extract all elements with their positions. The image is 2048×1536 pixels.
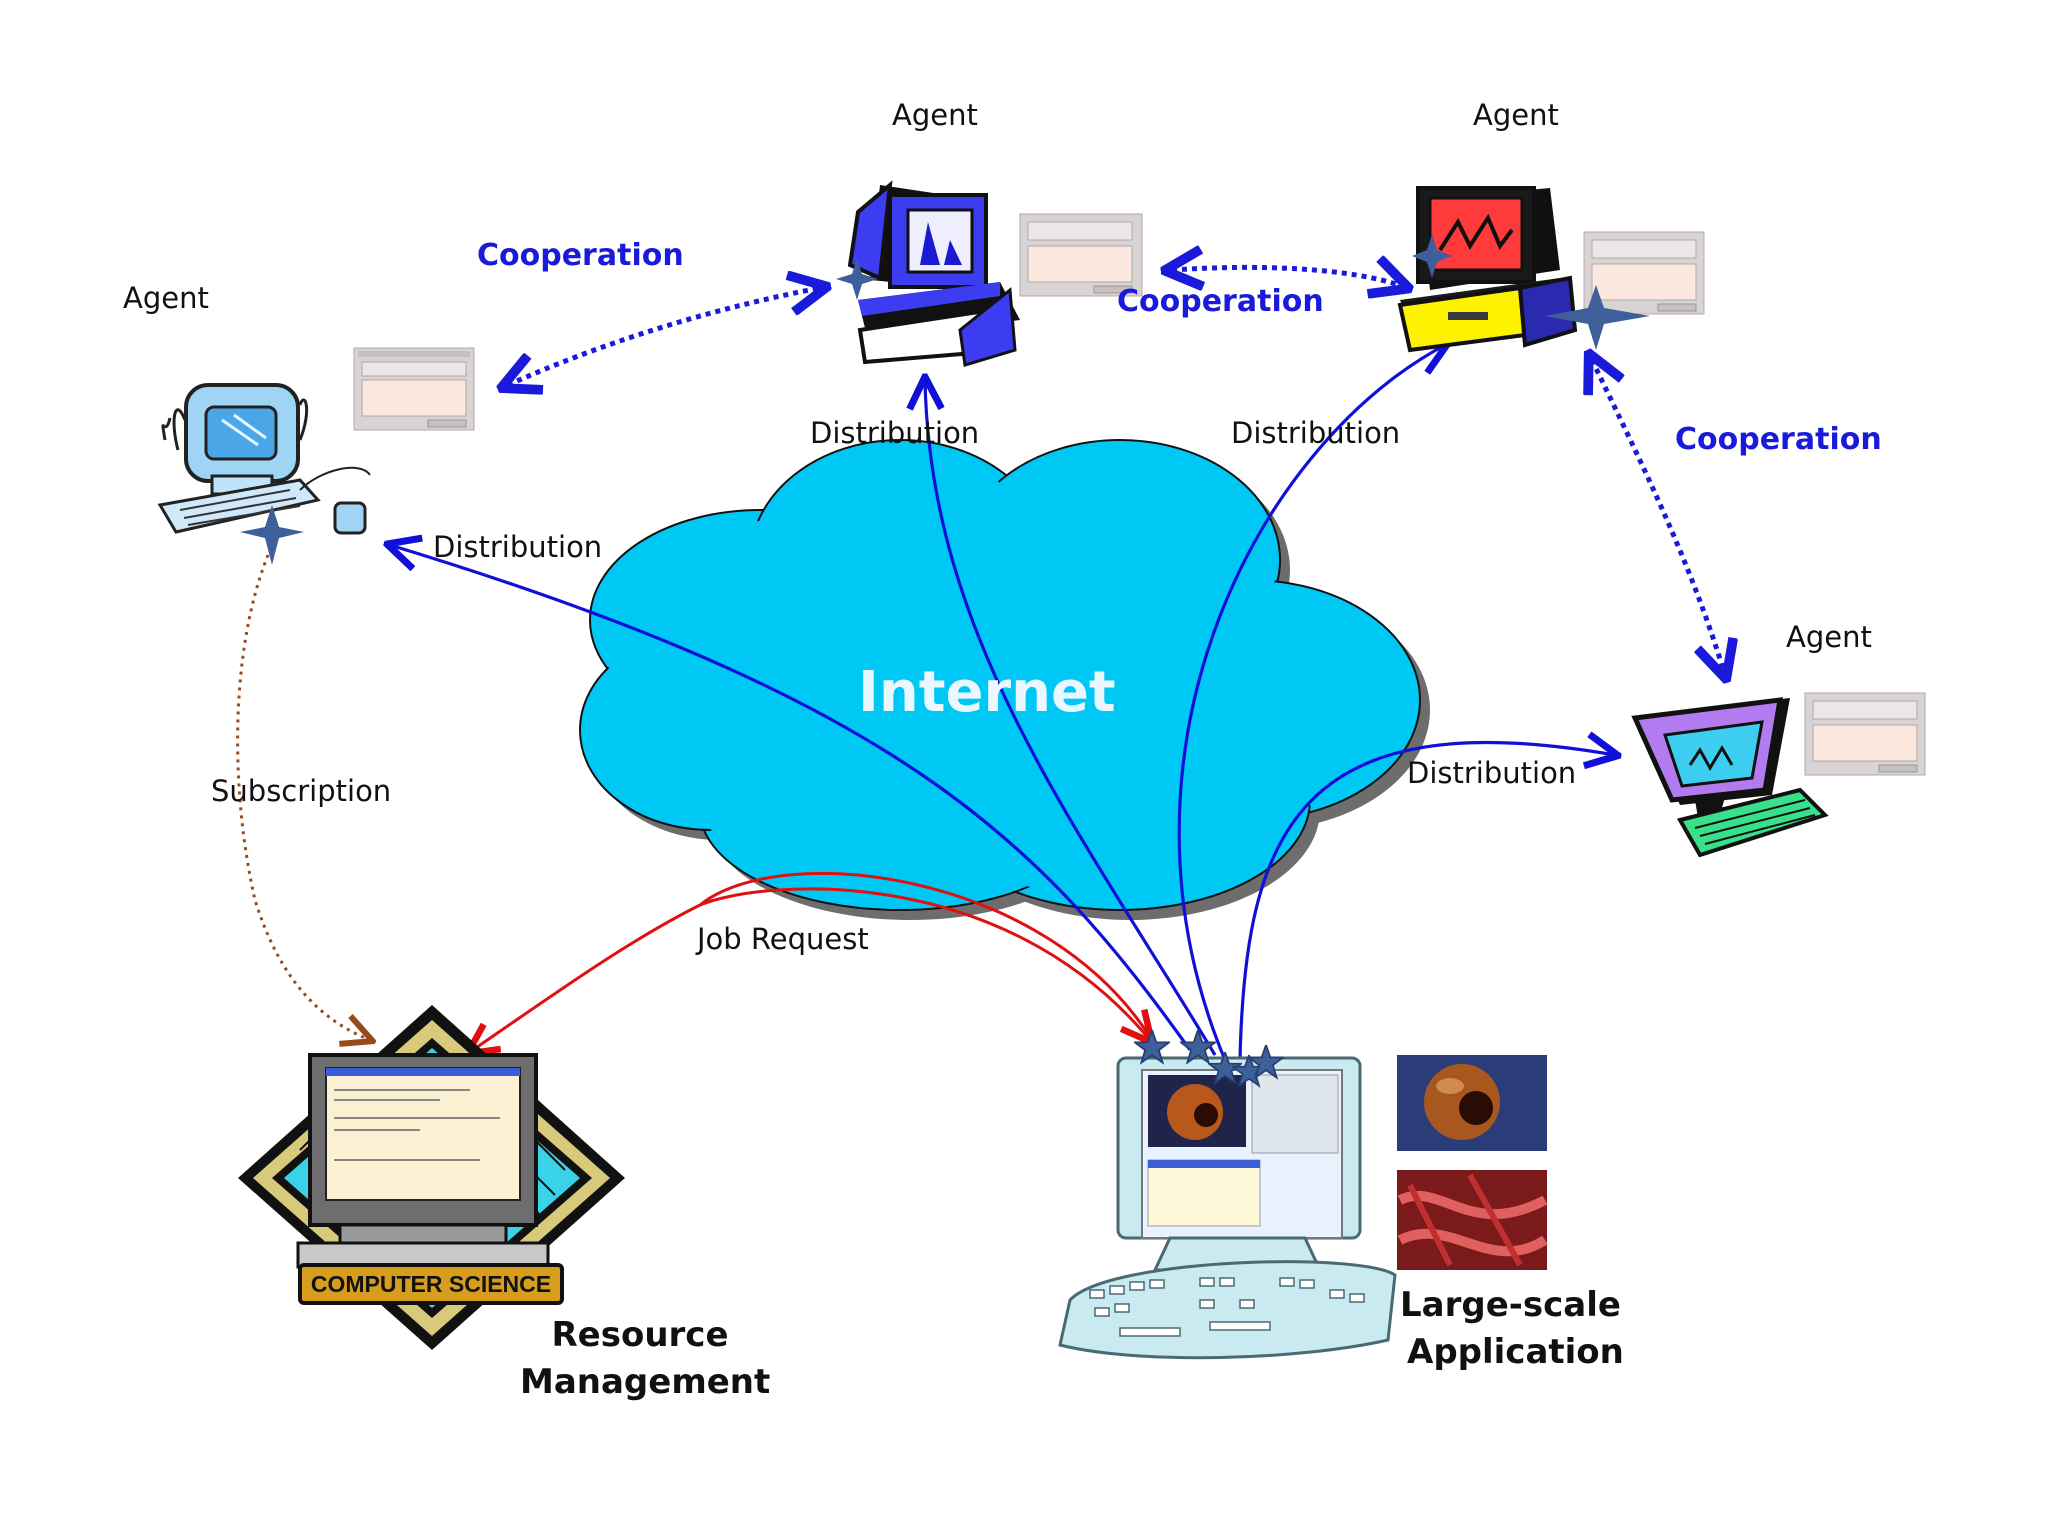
distribution-label-top-right: Distribution — [1231, 416, 1401, 450]
config-panels — [353, 213, 1926, 776]
application-computer — [1058, 1056, 1397, 1360]
subscription-label: Subscription — [211, 774, 392, 808]
agent-label-right: Agent — [1786, 620, 1872, 654]
distribution-arrow-top-right — [1177, 345, 1445, 1061]
agent-right-computer — [1631, 697, 1829, 858]
application-label-line2: Application — [1407, 1332, 1624, 1372]
sparkle-icon — [240, 505, 304, 565]
internet-label: Internet — [858, 660, 1116, 725]
resource-management-label-line2: Management — [520, 1362, 771, 1402]
resource-management-label-line1: Resource — [551, 1315, 729, 1355]
job-request-label: Job Request — [697, 922, 869, 956]
cooperation-label-top: Cooperation — [1117, 284, 1324, 319]
cooperation-label-right: Cooperation — [1675, 422, 1882, 457]
agent-left-computer — [157, 383, 371, 535]
cooperation-arrows — [508, 267, 1724, 672]
distribution-arrow-left — [390, 545, 1192, 1051]
distribution-arrow-right — [1238, 742, 1615, 1061]
distribution-label-top-center: Distribution — [810, 416, 980, 450]
agent-label-top-center: Agent — [892, 98, 978, 132]
application-thumbnail-planet — [1397, 1055, 1547, 1151]
agent-top-right-computer — [1397, 186, 1578, 353]
sparkle-icon — [836, 258, 878, 300]
distribution-label-left: Distribution — [433, 530, 603, 564]
distribution-label-right: Distribution — [1407, 756, 1577, 790]
sparkle-icon — [1412, 234, 1452, 278]
sparkle-icon — [1545, 285, 1650, 350]
resource-management-computer: COMPUTER SCIENCE — [238, 1005, 625, 1350]
agent-label-top-right: Agent — [1473, 98, 1559, 132]
cooperation-arrow-right — [1592, 360, 1724, 672]
distribution-arrows — [390, 345, 1615, 1061]
agent-label-left: Agent — [123, 281, 209, 315]
job-request-arrow-start — [699, 887, 1150, 1040]
application-label-line1: Large-scale — [1400, 1285, 1621, 1325]
distribution-arrow-top-center — [925, 380, 1217, 1056]
job-request-arrow — [470, 871, 1157, 1052]
sparkle-icons — [240, 234, 1650, 565]
subscription-arrow — [236, 554, 370, 1040]
internet-cloud — [579, 439, 1430, 920]
cooperation-arrow-top — [1172, 267, 1402, 286]
computer-science-badge: COMPUTER SCIENCE — [311, 1271, 551, 1297]
application-thumbnail-molecule — [1397, 1170, 1548, 1270]
cooperation-label-left: Cooperation — [477, 238, 684, 273]
agent-top-center-computer — [847, 180, 1020, 367]
cooperation-arrow-left — [508, 288, 820, 385]
